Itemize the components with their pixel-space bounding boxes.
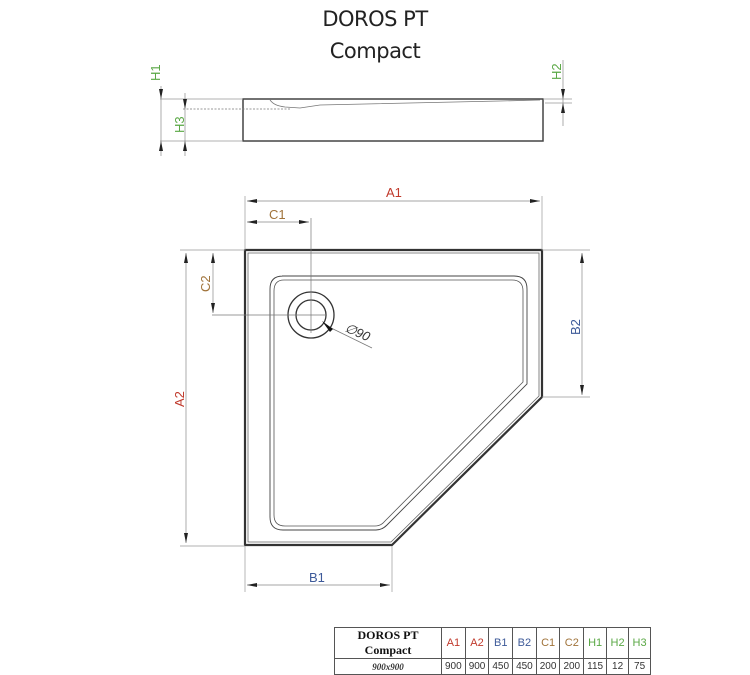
label-a2: A2 [172,391,187,407]
value-c2: 200 [559,658,585,675]
value-b2: 450 [512,658,537,675]
label-h1: H1 [148,64,163,81]
value-a1: 900 [441,658,466,675]
label-c1: C1 [269,207,286,222]
header-c2: C2 [559,627,585,659]
tray-outer-rim [243,248,544,547]
header-h1: H1 [583,627,608,659]
tray-basin-inner [273,279,524,527]
product-subtitle: Compact [329,39,421,63]
value-b1: 450 [488,658,514,675]
size-cell: 900x900 [334,658,442,675]
value-a2: 900 [464,658,490,675]
tray-side-profile [242,98,544,142]
product-title: DOROS PT [322,7,428,31]
tray-inner-profile [269,99,541,109]
label-a1: A1 [386,185,402,200]
value-h2: 12 [606,658,630,675]
header-a2: A2 [464,627,490,659]
header-b1: B1 [488,627,514,659]
model-name-cell: DOROS PT Compact [334,627,442,659]
tray-basin-outer [269,275,528,531]
header-a1: A1 [441,627,466,659]
tray-outer-rim-inner-edge [247,252,540,543]
table-row: 900x900 900 900 450 450 200 200 115 12 7… [334,658,652,675]
top-view: ∅90 A1 C1 A2 C2 B2 B1 [172,185,590,592]
header-h2: H2 [606,627,630,659]
header-h3: H3 [628,627,652,659]
table-header-row: DOROS PT Compact A1 A2 B1 B2 C1 C2 H1 H2… [334,627,652,659]
side-view: H1 H3 H2 [148,60,572,156]
label-b1: B1 [309,570,325,585]
value-h1: 115 [583,658,608,675]
header-b2: B2 [512,627,537,659]
label-h3: H3 [172,116,187,133]
value-c1: 200 [535,658,561,675]
label-b2: B2 [568,319,583,335]
value-h3: 75 [628,658,652,675]
label-c2: C2 [198,275,213,292]
label-h2: H2 [549,63,564,80]
header-c1: C1 [535,627,561,659]
